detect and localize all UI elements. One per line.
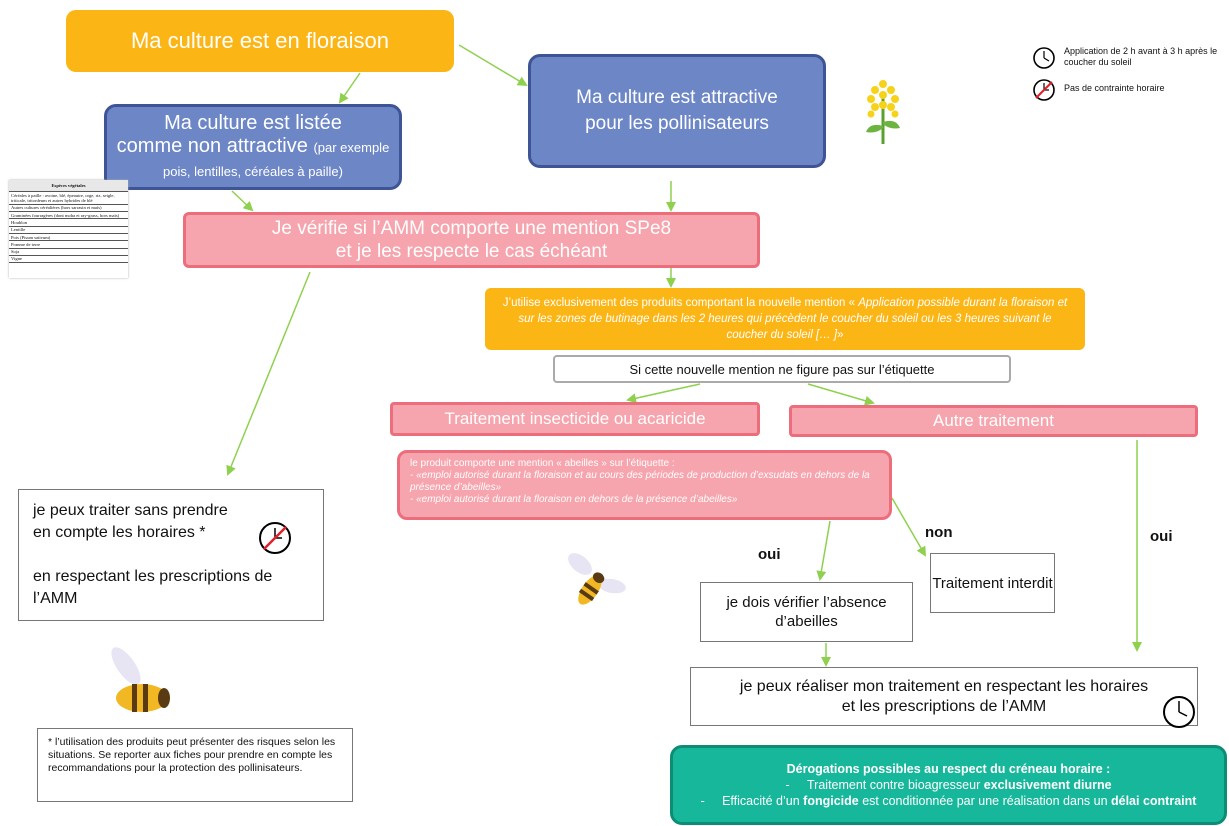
species-row: Pomme de terre bbox=[9, 241, 128, 249]
derogations-item2: - Efficacité d’un fongicide est conditio… bbox=[700, 794, 1197, 808]
amm-line1: Je vérifie si l’AMM comporte une mention… bbox=[271, 218, 672, 239]
abeilles-intro: le produit comporte une mention « abeill… bbox=[410, 458, 675, 469]
species-table-header: Espèces végétales bbox=[9, 180, 128, 193]
legend-clock-text: Application de 2 h avant à 3 h après le … bbox=[1064, 46, 1218, 67]
abeilles-item2: - «emploi autorisé durant la floraison e… bbox=[410, 494, 738, 505]
bee-icon bbox=[111, 647, 170, 712]
legend: Application de 2 h avant à 3 h après le … bbox=[1032, 46, 1227, 110]
attractive-box: Ma culture est attractive pour les polli… bbox=[528, 54, 826, 168]
abeilles-item1: - «emploi autorisé durant la floraison e… bbox=[410, 470, 870, 493]
arrow-mention-to-autre bbox=[807, 383, 875, 406]
verifier-text: je dois vérifier l’absence d’abeilles bbox=[726, 594, 887, 630]
rapeseed-flower-icon bbox=[866, 80, 900, 144]
insecticide-box: Traitement insecticide ou acaricide bbox=[390, 402, 760, 436]
interdit-text: Traitement interdit bbox=[932, 574, 1053, 592]
derogations-box: Dérogations possibles au respect du crén… bbox=[670, 745, 1227, 825]
species-row: Houblon bbox=[9, 219, 128, 227]
sans-horaires-line1: je peux traiter sans prendre en compte l… bbox=[33, 502, 228, 541]
mention-absente-box: Si cette nouvelle mention ne figure pas … bbox=[553, 355, 1011, 383]
arrow-mention-to-insecticide bbox=[626, 383, 701, 404]
species-row: Céréales à paille : avoine, blé, épeautr… bbox=[9, 192, 128, 205]
attractive-line2: pour les pollinisateurs bbox=[585, 113, 769, 134]
verifier-abeilles-box: je dois vérifier l’absence d’abeilles bbox=[700, 582, 913, 642]
species-row: Autres cultures céréalières (hors sarras… bbox=[9, 205, 128, 213]
non-attractive-line1: Ma culture est listée bbox=[164, 111, 342, 134]
species-row: Graminées fourragères (dont moha et ray-… bbox=[9, 212, 128, 220]
non-attractive-line2: comme non attractive (par exemple pois, … bbox=[116, 134, 390, 179]
derogations-item1: - Traitement contre bioagresseur exclusi… bbox=[785, 778, 1112, 792]
produits-text: J’utilise exclusivement des produits com… bbox=[502, 297, 1068, 341]
clock-icon bbox=[1033, 47, 1055, 69]
legend-clock: Application de 2 h avant à 3 h après le … bbox=[1032, 46, 1227, 70]
clock-icon bbox=[1163, 696, 1195, 728]
arrow-amm-to-sans-horaires bbox=[226, 271, 311, 476]
amm-line2: et je les respecte le cas échéant bbox=[335, 241, 608, 262]
sans-horaires-line2: en respectant les prescriptions de l’AMM bbox=[33, 568, 273, 607]
species-row: Lentille bbox=[9, 227, 128, 235]
autre-traitement-box: Autre traitement bbox=[789, 405, 1198, 437]
arrow-abeilles-to-verifier bbox=[816, 520, 831, 581]
produits-box: J’utilise exclusivement des produits com… bbox=[485, 288, 1085, 350]
amm-check-box: Je vérifie si l’AMM comporte une mention… bbox=[183, 212, 760, 268]
legend-no-constraint: Pas de contrainte horaire bbox=[1032, 78, 1227, 102]
non-label: non bbox=[925, 524, 953, 541]
arrow-non-attractive-to-amm bbox=[231, 190, 254, 212]
realiser-line1: je peux réaliser mon traitement en respe… bbox=[739, 677, 1149, 695]
arrow-abeilles-to-interdit bbox=[891, 497, 927, 557]
floraison-box: Ma culture est en floraison bbox=[66, 10, 454, 72]
no-time-constraint-icon bbox=[259, 522, 291, 554]
no-time-constraint-icon bbox=[1033, 79, 1055, 101]
realiser-line2: et les prescriptions de l’AMM bbox=[841, 697, 1047, 715]
arrow-floraison-to-attractive bbox=[458, 44, 528, 87]
autre-text: Autre traitement bbox=[933, 411, 1054, 430]
realiser-traitement-box: je peux réaliser mon traitement en respe… bbox=[690, 667, 1198, 728]
mention-absente-text: Si cette nouvelle mention ne figure pas … bbox=[629, 361, 935, 377]
sans-horaires-box: je peux traiter sans prendre en compte l… bbox=[18, 489, 324, 621]
species-row: Vigne bbox=[9, 256, 128, 264]
insecticide-text: Traitement insecticide ou acaricide bbox=[444, 409, 706, 428]
oui-label: oui bbox=[1150, 528, 1173, 545]
derogations-title: Dérogations possibles au respect du crén… bbox=[786, 762, 1111, 776]
attractive-line1: Ma culture est attractive bbox=[576, 87, 778, 108]
bee-icon bbox=[568, 553, 626, 605]
species-table: Espèces végétales Céréales à paille : av… bbox=[9, 180, 128, 278]
oui-label: oui bbox=[758, 546, 781, 563]
non-attractive-examples: (par exemple pois, lentilles, céréales à… bbox=[163, 139, 390, 179]
produits-quote: Application possible durant la floraison… bbox=[518, 297, 1068, 341]
floraison-text: Ma culture est en floraison bbox=[130, 28, 390, 53]
risk-note: * l’utilisation des produits peut présen… bbox=[37, 728, 353, 802]
traitement-interdit-box: Traitement interdit bbox=[930, 553, 1055, 613]
species-row: Soja bbox=[9, 249, 128, 256]
legend-no-constraint-text: Pas de contrainte horaire bbox=[1064, 83, 1165, 93]
mention-abeilles-box: le produit comporte une mention « abeill… bbox=[397, 450, 892, 520]
arrow-floraison-to-non-attractive bbox=[338, 72, 361, 104]
non-attractive-box: Ma culture est listée comme non attracti… bbox=[104, 104, 402, 190]
species-row: Pois (Pisum sativum) bbox=[9, 234, 128, 242]
